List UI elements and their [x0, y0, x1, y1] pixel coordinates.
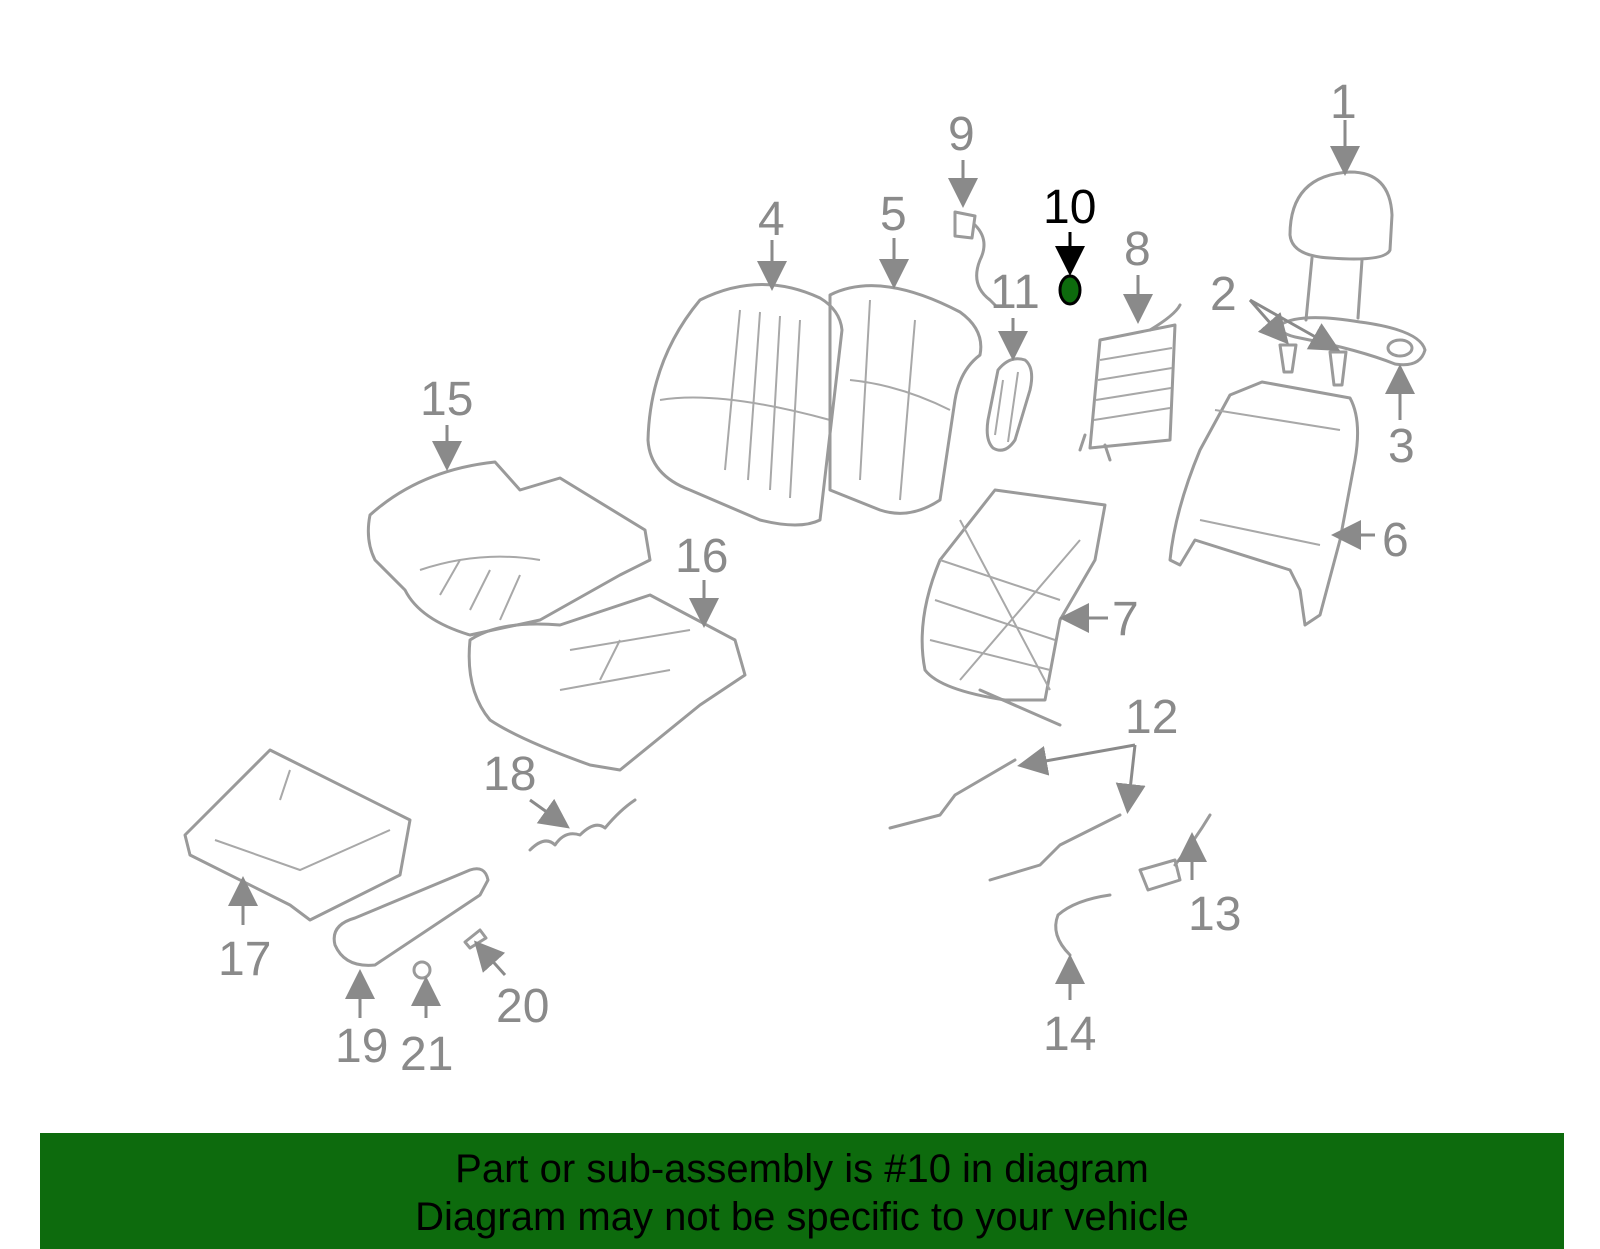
part-lumbar-support — [1078, 303, 1182, 462]
leader-lines — [228, 120, 1415, 1018]
callout-14: 14 — [1043, 1008, 1096, 1061]
callout-20: 20 — [496, 980, 549, 1033]
callout-3: 3 — [1388, 420, 1415, 473]
callout-18: 18 — [483, 748, 536, 801]
part-knob — [463, 928, 488, 950]
part-harness — [953, 210, 997, 307]
callout-5: 5 — [880, 188, 907, 241]
callout-12: 12 — [1125, 691, 1178, 744]
part-switch-harness — [1138, 813, 1212, 892]
banner-line-part: Part or sub-assembly is #10 in diagram — [455, 1147, 1149, 1191]
part-10-highlighted — [1058, 274, 1082, 306]
callout-21: 21 — [400, 1028, 453, 1081]
part-bracket — [1278, 316, 1427, 367]
callout-1: 1 — [1330, 76, 1357, 129]
callout-19: 19 — [335, 1020, 388, 1073]
part-headrest — [1288, 170, 1394, 322]
part-seat-back-pad — [828, 284, 983, 515]
callout-16: 16 — [675, 530, 728, 583]
part-spring — [528, 798, 637, 852]
callout-8: 8 — [1124, 223, 1151, 276]
callout-15: 15 — [420, 373, 473, 426]
banner-line-disclaimer: Diagram may not be specific to your vehi… — [415, 1195, 1189, 1239]
callout-11: 11 — [990, 266, 1040, 319]
callout-labels: 1 2 3 4 5 6 7 8 9 10 11 12 13 14 15 16 1… — [218, 76, 1415, 1081]
callout-4: 4 — [758, 193, 785, 246]
part-headrest-guides — [1278, 343, 1348, 387]
part-seat-cushion-cover — [366, 460, 652, 637]
callout-13: 13 — [1188, 888, 1241, 941]
part-spring-frame — [920, 488, 1107, 727]
part-side-shield — [332, 867, 490, 967]
part-lumbar-pad — [985, 357, 1034, 452]
callout-7: 7 — [1112, 593, 1139, 646]
part-seat-track-frame — [183, 748, 412, 922]
part-cable — [1054, 893, 1112, 957]
part-clip — [412, 960, 432, 980]
part-seat-cushion-pad — [467, 593, 747, 772]
callout-17: 17 — [218, 933, 271, 986]
part-recliner-cables — [888, 758, 1122, 882]
callout-2: 2 — [1210, 268, 1237, 321]
callout-9: 9 — [948, 108, 975, 161]
info-banner: Part or sub-assembly is #10 in diagram D… — [40, 1133, 1564, 1249]
part-seat-back-cover — [646, 283, 844, 527]
callout-10: 10 — [1043, 181, 1096, 234]
part-seat-back-frame — [1168, 380, 1360, 627]
callout-6: 6 — [1382, 514, 1409, 567]
